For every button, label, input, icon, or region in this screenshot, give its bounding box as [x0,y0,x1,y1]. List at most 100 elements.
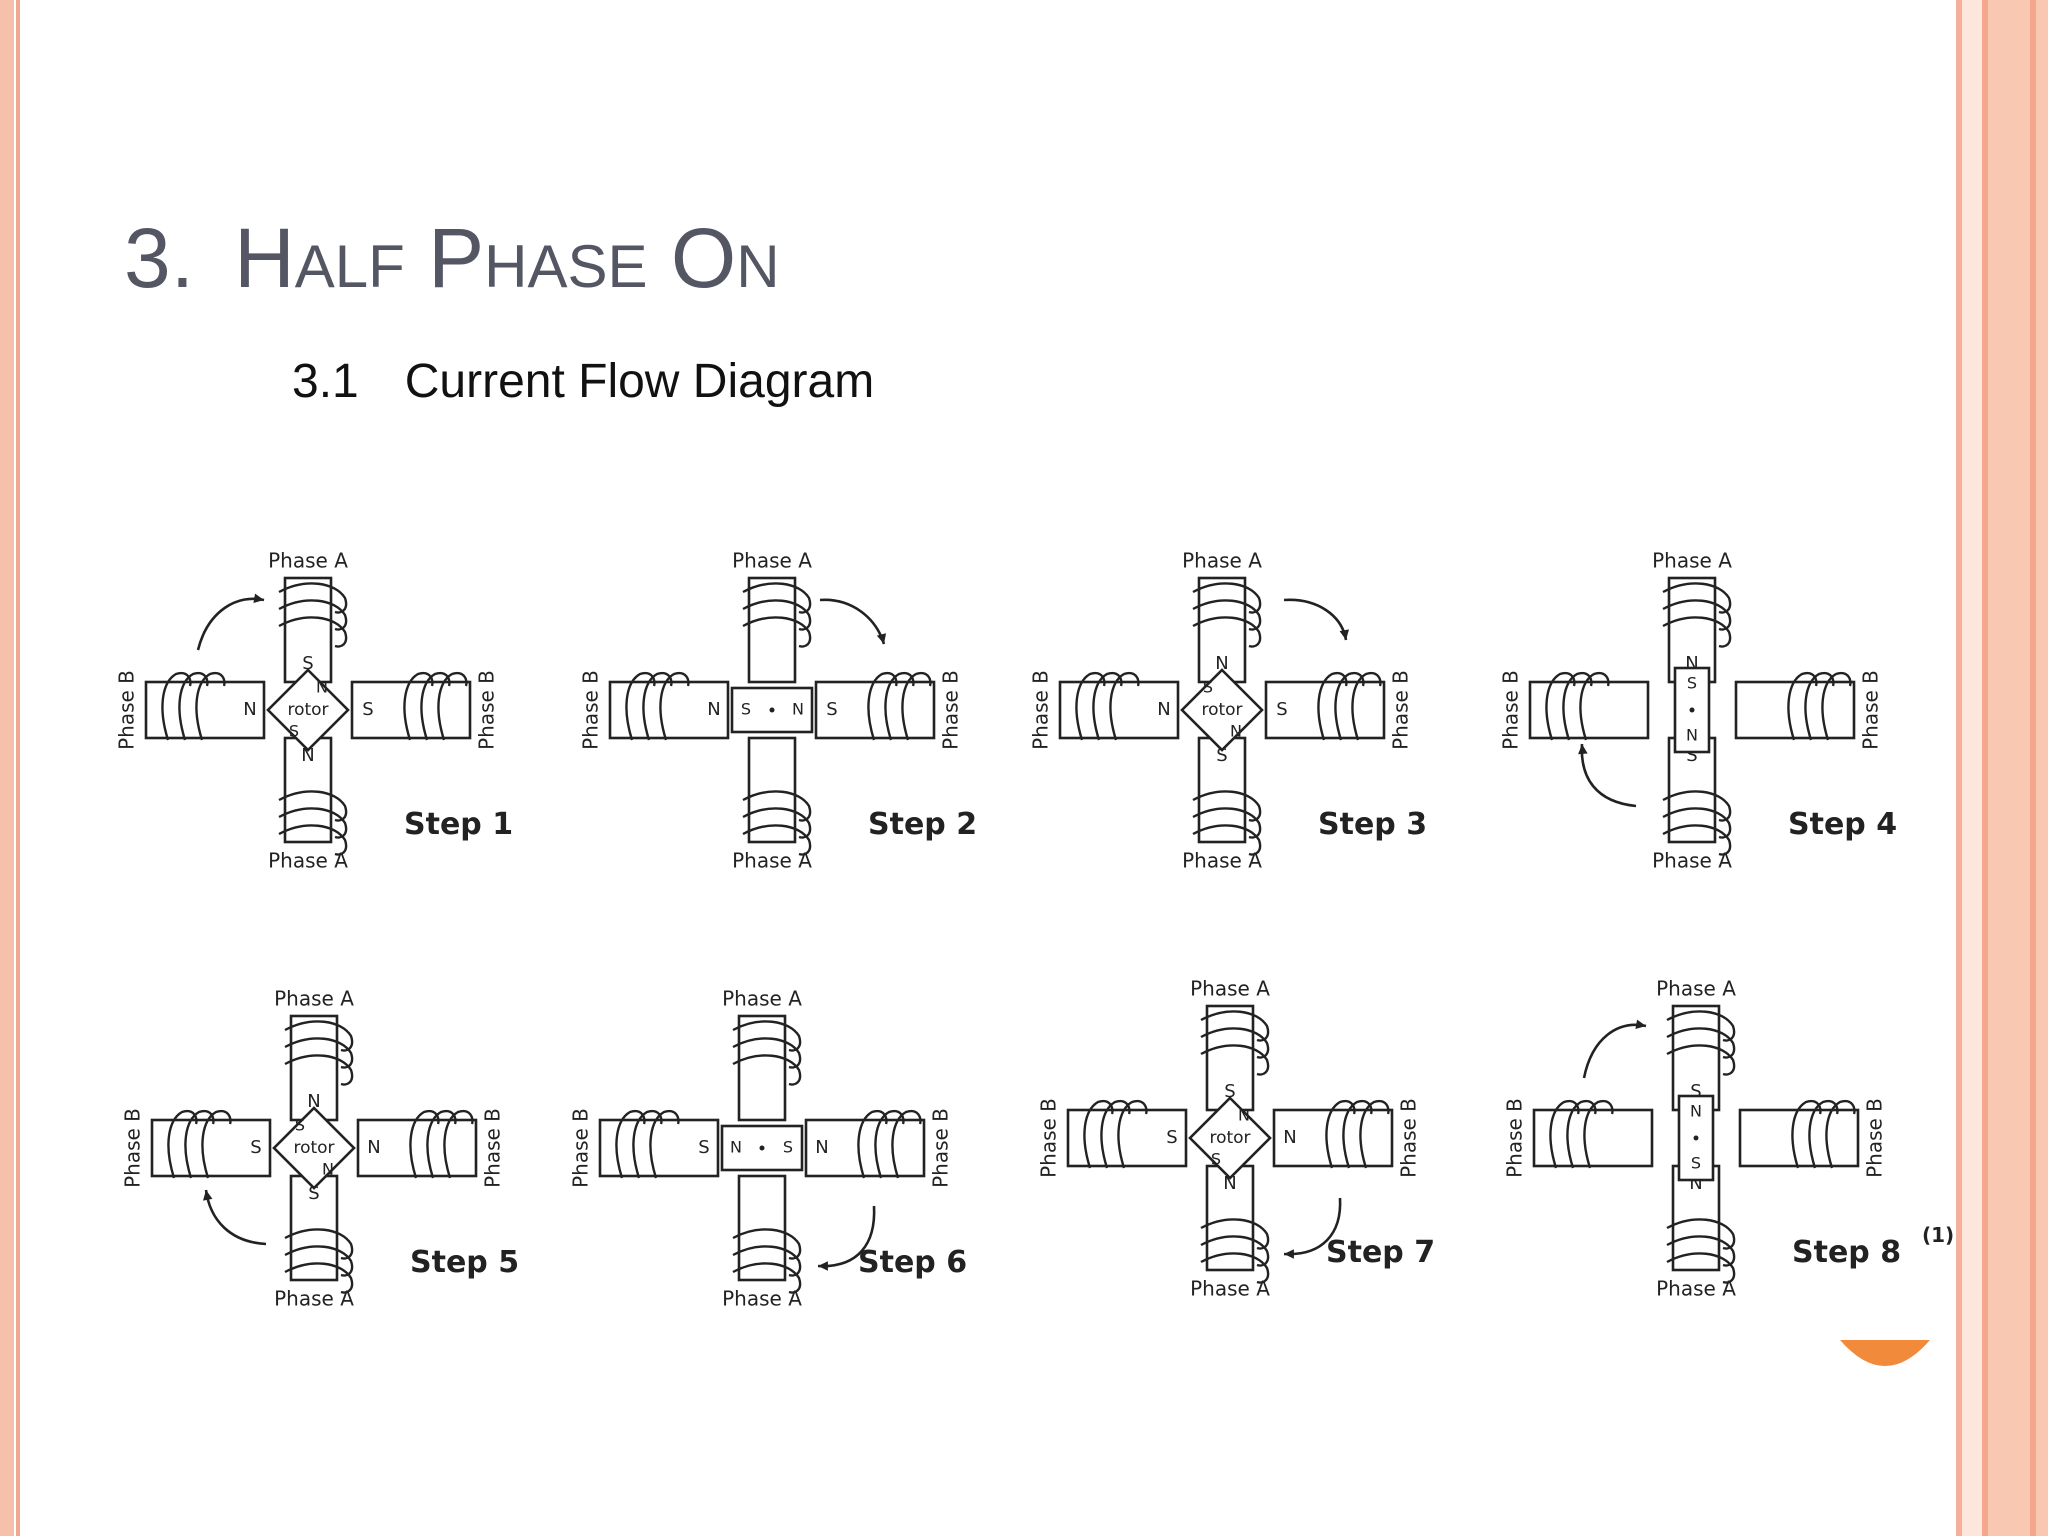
arrow-head [818,1261,828,1271]
coil-winding [732,1054,802,1086]
phase-b-label: Phase B [939,670,963,750]
rotor-south-label: S [289,722,299,741]
coil-winding [1342,1099,1373,1169]
coil-winding [1662,616,1732,648]
phase-b-label: Phase B [121,1108,145,1188]
coil-winding [1579,671,1610,741]
rotor-pole-label: N [730,1138,742,1157]
coil-winding [1192,616,1262,648]
step-label: Step 3 [1318,807,1427,842]
north-pole-label: N [243,699,256,720]
title-word: ON [670,211,780,305]
stator-pole [1205,1004,1255,1112]
coil-winding [1192,807,1262,839]
coil-winding [426,1109,457,1179]
coil-winding [195,671,226,741]
rotor-pole-label: N [792,700,804,719]
stator-pole [350,680,472,740]
left-border [0,0,14,1536]
coil-winding [891,1109,922,1179]
coil-winding [278,790,348,822]
rotor-axis [759,1145,765,1151]
south-pole-label: S [308,1183,319,1204]
north-pole-label: N [301,745,314,766]
coil-winding [284,1228,354,1260]
coil-winding [1317,671,1348,741]
coil-winding [1092,671,1123,741]
coil-winding [1804,671,1835,741]
phase-a-label: Phase A [1652,549,1732,573]
coil-winding [1100,1099,1131,1169]
coil-winding [1200,1044,1270,1076]
coil-winding [1666,1027,1736,1059]
phase-b-label: Phase B [1863,1098,1887,1178]
coil-winding [901,671,932,741]
phase-a-label: Phase A [1182,849,1262,873]
coil-winding [884,671,915,741]
south-pole-label: S [1216,745,1227,766]
coil-winding [732,1245,802,1277]
rotor-label: rotor [1209,1128,1250,1148]
coil-winding [732,1020,802,1052]
rotor-axis [769,707,775,713]
coil-winding [1666,1252,1736,1284]
section-subtitle: 3.1 Current Flow Diagram [292,352,874,412]
south-pole-label: S [362,699,373,720]
title-number: 3. [124,211,195,305]
coil-winding [1787,671,1818,741]
coil-winding [284,1054,354,1086]
coil-winding [1662,582,1732,614]
subtitle-number: 3.1 [292,355,359,408]
coil-winding [1666,1010,1736,1042]
stator-pole [737,1014,787,1122]
coil-winding [1192,599,1262,631]
arrow-head [1339,629,1349,640]
step-label: Step 4 [1788,807,1897,842]
subtitle-text: Current Flow Diagram [404,355,875,408]
slide-title: 3.HALF PHASE ON [124,208,780,317]
coil-winding [1562,671,1593,741]
phase-b-label: Phase B [1389,670,1413,750]
stator-pole [1272,1108,1394,1168]
phase-a-label: Phase A [1190,977,1270,1001]
rotation-arrow [1283,1197,1342,1256]
phase-b-label: Phase B [1037,1098,1061,1178]
rotor-label: rotor [293,1138,334,1158]
phase-a-label: Phase A [268,549,348,573]
south-pole-label: S [1686,745,1697,766]
coil-winding [1791,1099,1822,1169]
coil-winding [649,1109,680,1179]
coil-winding [642,671,673,741]
stator-pole [1264,680,1386,740]
step-label: Step 7 [1326,1235,1435,1270]
arrow-head [876,633,887,644]
rotor-north-label: N [1230,722,1242,741]
phase-b-label: Phase B [1499,670,1523,750]
step-label: Step 5 [410,1245,519,1280]
coil-winding [625,671,656,741]
rotor-pole-label: S [1687,674,1697,693]
stator-pole [1667,576,1717,684]
phase-a-label: Phase A [732,549,812,573]
north-pole-label: N [815,1137,828,1158]
right-border-edge [2030,0,2036,1536]
step-label: Step 6 [858,1245,967,1280]
phase-b-label: Phase B [1397,1098,1421,1178]
coil-winding [632,1109,663,1179]
right-border-inner [1956,0,1962,1536]
north-pole-label: N [1283,1127,1296,1148]
rotor [1188,1096,1272,1180]
coil-winding [1200,1027,1270,1059]
coil-winding [420,671,451,741]
coil-winding [1666,1218,1736,1250]
coil-winding [1821,671,1852,741]
stator-pole [1197,576,1247,684]
rotor [1677,1094,1715,1182]
step-label: Step 2 [868,807,977,842]
stator-pole [804,1118,926,1178]
south-pole-label: S [1276,699,1287,720]
rotor-label: rotor [1201,700,1242,720]
